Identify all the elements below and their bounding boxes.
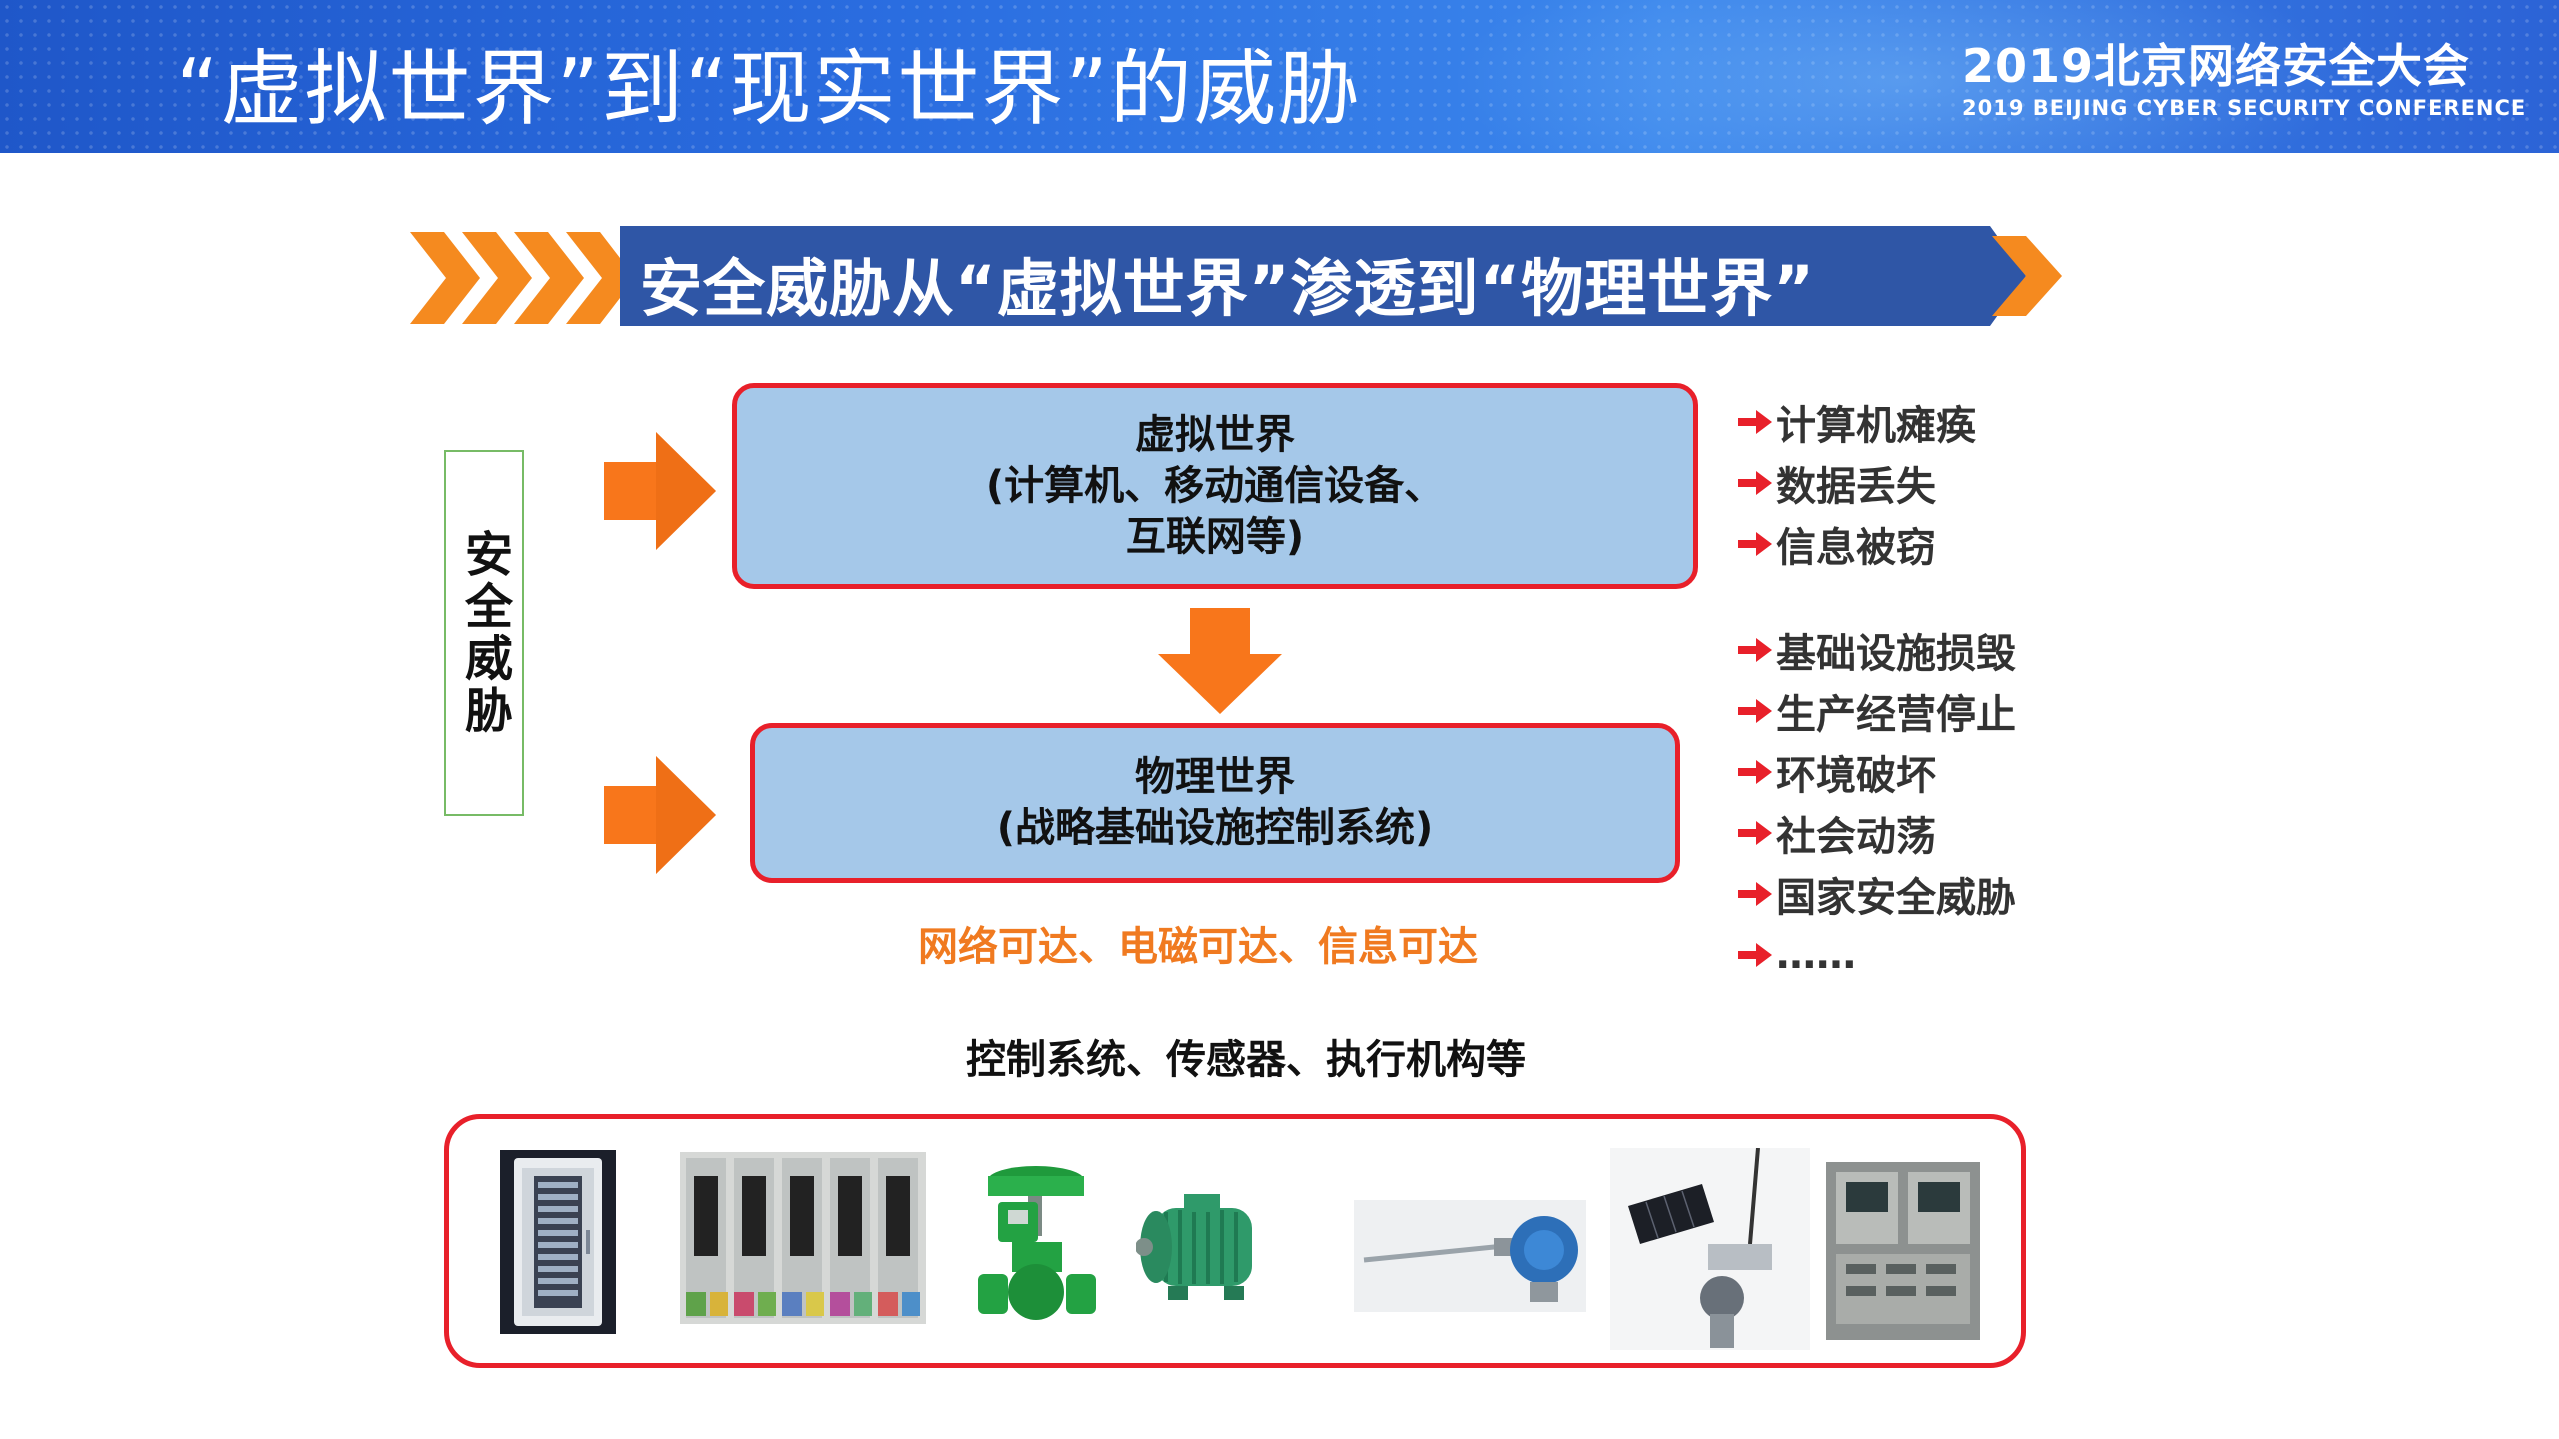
header-pattern bbox=[0, 0, 2559, 153]
banner-title: 安全威胁从“虚拟世界”渗透到“物理世界” bbox=[640, 252, 1815, 325]
impact-item: 基础设施损毁 bbox=[1738, 619, 2016, 680]
threat-label: 安全威胁 bbox=[456, 529, 512, 737]
conference-name-en: 2019 BEIJING CYBER SECURITY CONFERENCE bbox=[1962, 96, 2527, 120]
impact-item: 社会动荡 bbox=[1738, 802, 2016, 863]
header-bar: “虚拟世界”到“现实世界”的威胁 2019北京网络安全大会 2019 BEIJI… bbox=[0, 0, 2559, 153]
arrow-right-icon bbox=[604, 432, 716, 550]
controller-rack-image bbox=[680, 1152, 926, 1324]
control-systems-text: 控制系统、传感器、执行机构等 bbox=[966, 1037, 1526, 1083]
impact-item: 生产经营停止 bbox=[1738, 680, 2016, 741]
virtual-world-title: 虚拟世界 bbox=[1135, 411, 1295, 458]
arrow-right-icon bbox=[604, 756, 716, 874]
conference-name-cn: 2019北京网络安全大会 bbox=[1962, 39, 2471, 93]
impact-item: 国家安全威胁 bbox=[1738, 863, 2016, 924]
page-title: “虚拟世界”到“现实世界”的威胁 bbox=[176, 42, 1362, 137]
electric-motor-image bbox=[1136, 1194, 1252, 1300]
wireless-sensor-image bbox=[1610, 1148, 1810, 1350]
physical-world-title: 物理世界 bbox=[1135, 754, 1295, 800]
physical-impacts-list: 基础设施损毁 生产经营停止 环境破坏 社会动荡 国家安全威胁 …… bbox=[1738, 619, 2016, 985]
control-cabinet-image bbox=[500, 1150, 616, 1334]
physical-world-desc: (战略基础设施控制系统) bbox=[996, 805, 1434, 851]
banner-background bbox=[620, 226, 1972, 326]
red-arrow-icon bbox=[1738, 820, 1772, 845]
impact-item: 信息被窃 bbox=[1738, 513, 1976, 574]
reachability-text: 网络可达、电磁可达、信息可达 bbox=[918, 924, 1478, 970]
impact-item: 数据丢失 bbox=[1738, 452, 1976, 513]
physical-world-box: 物理世界 (战略基础设施控制系统) bbox=[750, 723, 1680, 883]
impact-item: …… bbox=[1738, 924, 2016, 985]
virtual-world-desc-2: 互联网等) bbox=[1125, 513, 1305, 560]
header-glow bbox=[1450, 0, 2350, 153]
red-arrow-icon bbox=[1738, 470, 1772, 495]
impact-item: 环境破坏 bbox=[1738, 741, 2016, 802]
temperature-transmitter-image bbox=[1354, 1200, 1586, 1312]
impact-item: 计算机瘫痪 bbox=[1738, 391, 1976, 452]
threat-label-box: 安全威胁 bbox=[444, 450, 524, 816]
red-arrow-icon bbox=[1738, 409, 1772, 434]
red-arrow-icon bbox=[1738, 759, 1772, 784]
virtual-world-desc-1: (计算机、移动通信设备、 bbox=[985, 462, 1445, 509]
red-arrow-icon bbox=[1738, 637, 1772, 662]
red-arrow-icon bbox=[1738, 698, 1772, 723]
control-room-panel-image bbox=[1826, 1162, 1980, 1340]
control-valve-image bbox=[978, 1166, 1096, 1320]
virtual-impacts-list: 计算机瘫痪 数据丢失 信息被窃 bbox=[1738, 391, 1976, 574]
arrow-down-icon bbox=[1158, 608, 1282, 714]
virtual-world-box: 虚拟世界 (计算机、移动通信设备、 互联网等) bbox=[732, 383, 1698, 589]
red-arrow-icon bbox=[1738, 881, 1772, 906]
banner-chevrons-left-icon bbox=[410, 232, 620, 324]
banner-chevron-right-icon bbox=[1970, 226, 2062, 326]
red-arrow-icon bbox=[1738, 942, 1772, 967]
red-arrow-icon bbox=[1738, 531, 1772, 556]
